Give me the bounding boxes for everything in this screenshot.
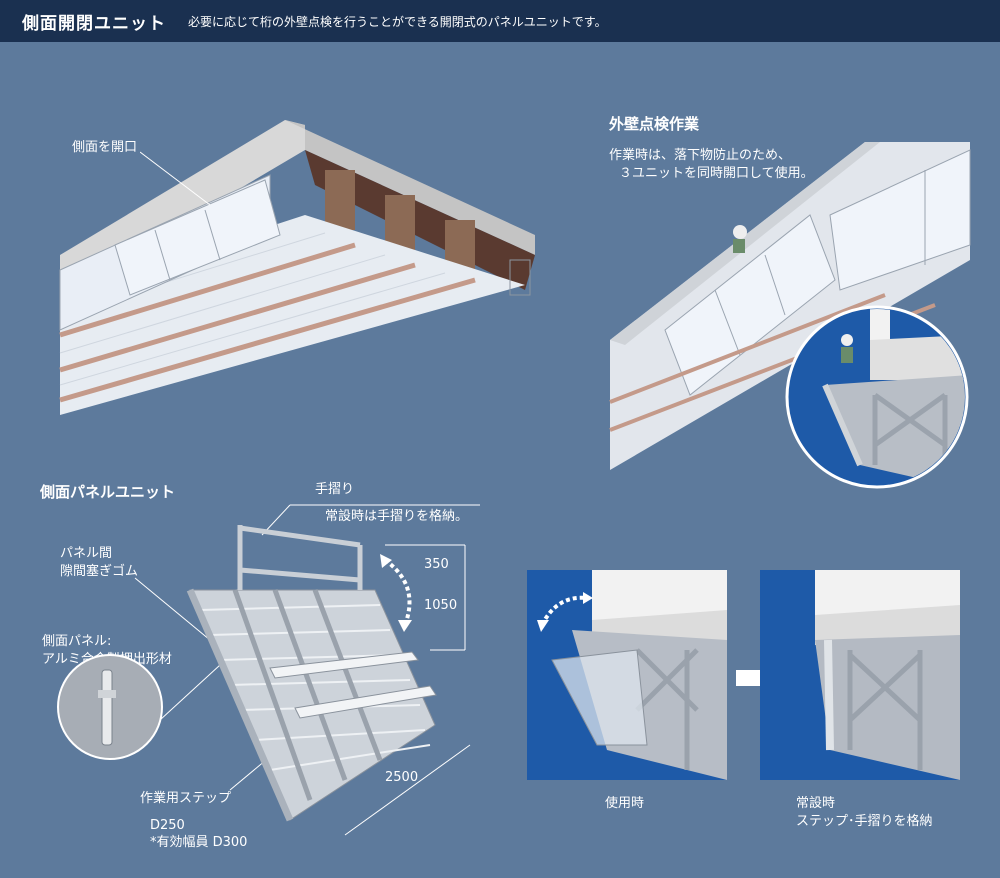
label-gap-rubber-2: 隙間塞ぎゴム — [60, 564, 139, 579]
stored-photo — [760, 570, 960, 780]
label-step-width: *有効幅員 D300 — [150, 835, 248, 850]
label-step-d: D250 — [150, 818, 185, 833]
wall-inspection-note-2: ３ユニットを同時開口して使用。 — [619, 166, 814, 181]
label-side-panel-1: 側面パネル: — [42, 634, 112, 649]
in-use-photo — [527, 570, 727, 780]
label-open-side: 側面を開口 — [72, 140, 138, 155]
side-panel-unit-illustration — [57, 504, 480, 836]
wall-inspection-illustration — [609, 142, 971, 470]
wall-inspection-note-1: 作業時は、落下物防止のため、 — [609, 148, 792, 163]
caption-stored-2: ステップ･手摺りを格納 — [796, 814, 933, 829]
leader-line-open-side — [140, 151, 211, 206]
bridge-open-side-illustration — [59, 120, 535, 415]
header-bar: 側面開閉ユニット 必要に応じて桁の外壁点検を行うことができる開閉式のパネルユニッ… — [0, 0, 1000, 42]
caption-stored-1: 常設時 — [796, 796, 836, 811]
label-step: 作業用ステップ — [140, 791, 232, 806]
dim-2500: 2500 — [385, 770, 419, 785]
page-description: 必要に応じて桁の外壁点検を行うことができる開閉式のパネルユニットです。 — [188, 14, 607, 29]
zoom-detail-circle — [785, 305, 969, 489]
panel-unit-title: 側面パネルユニット — [40, 483, 176, 501]
page-title: 側面開閉ユニット — [22, 13, 166, 34]
caption-in-use: 使用時 — [605, 796, 645, 811]
dim-1050: 1050 — [424, 598, 458, 613]
label-gap-rubber-1: パネル間 — [60, 546, 113, 561]
dim-350: 350 — [424, 557, 449, 572]
wall-inspection-title: 外壁点検作業 — [609, 115, 700, 133]
label-handrail: 手摺り — [315, 482, 355, 497]
label-handrail-note: 常設時は手摺りを格納。 — [325, 509, 469, 524]
